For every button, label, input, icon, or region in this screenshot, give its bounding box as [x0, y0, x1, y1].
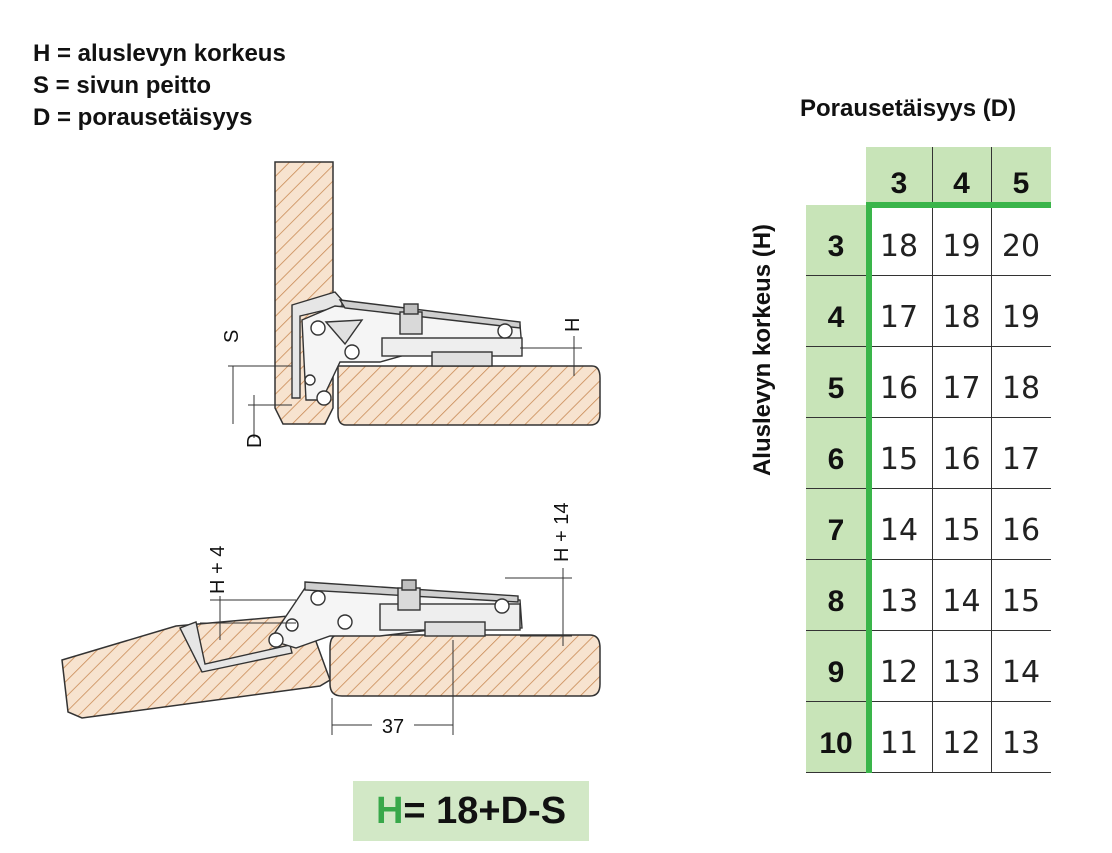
- row-divider: [806, 559, 1051, 560]
- column-divider: [991, 147, 992, 773]
- column-divider: [932, 147, 933, 773]
- label-h-plus-14: H + 14: [551, 503, 573, 562]
- table-cell: 16: [879, 371, 919, 406]
- table-cell: 14: [1001, 655, 1041, 690]
- col-header: 3: [866, 147, 932, 205]
- base-panel: [337, 365, 601, 426]
- row-header: 10: [806, 702, 866, 773]
- dimensions-bottom: [200, 568, 572, 735]
- accent-line-horizontal: [866, 202, 1051, 208]
- table-cell: 17: [1001, 442, 1041, 477]
- accent-line-vertical: [866, 202, 872, 773]
- hinge-bottom: [179, 579, 523, 673]
- table-cell: 14: [942, 584, 981, 619]
- table-cell: 11: [879, 726, 919, 761]
- table-cell: 12: [879, 655, 919, 690]
- table-cell: 15: [1001, 584, 1041, 619]
- table-cell: 17: [879, 300, 919, 335]
- row-divider: [806, 488, 1051, 489]
- table-cell: 14: [879, 513, 919, 548]
- formula-h: H: [375, 790, 404, 832]
- row-divider: [806, 772, 1051, 773]
- table-title: Porausetäisyys (D): [800, 95, 1017, 122]
- table-cell: 16: [942, 442, 981, 477]
- label-d: D: [244, 434, 266, 448]
- table-cell: 13: [1001, 726, 1041, 761]
- row-divider: [806, 701, 1051, 702]
- row-header: 3: [806, 205, 866, 276]
- table-cell: 18: [1001, 371, 1041, 406]
- row-divider: [806, 417, 1051, 418]
- legend-s: S = sivun peitto: [33, 72, 212, 99]
- table-cell: 18: [879, 229, 919, 264]
- table-cell: 18: [942, 300, 981, 335]
- row-header: 9: [806, 631, 866, 702]
- row-header: 5: [806, 347, 866, 418]
- row-divider: [806, 630, 1051, 631]
- row-header: 7: [806, 489, 866, 560]
- label-s: S: [221, 330, 243, 343]
- col-header: 4: [932, 147, 991, 205]
- col-header: 5: [991, 147, 1051, 205]
- legend-h: H = aluslevyn korkeus: [33, 40, 286, 67]
- base-panel-bottom: [329, 634, 601, 697]
- row-divider: [806, 346, 1051, 347]
- table-cell: 15: [942, 513, 981, 548]
- table-cell: 17: [942, 371, 981, 406]
- formula-rest: = 18+D-S: [403, 790, 567, 832]
- dimensions-top: [228, 336, 582, 438]
- formula-box: H= 18+D-S: [353, 781, 589, 841]
- table-cell: 20: [1001, 229, 1041, 264]
- row-axis-title: Aluslevyn korkeus (H): [749, 223, 776, 477]
- table-cell: 19: [1001, 300, 1041, 335]
- table-cell: 15: [879, 442, 919, 477]
- label-37: 37: [382, 716, 404, 738]
- row-header: 8: [806, 560, 866, 631]
- table-cell: 13: [879, 584, 919, 619]
- label-h-plus-4: H + 4: [207, 546, 229, 594]
- table-cell: 12: [942, 726, 981, 761]
- hinge-top: [291, 291, 523, 406]
- table-cell: 13: [942, 655, 981, 690]
- hinge-diagram: S D H H + 4 H + 14 37: [61, 161, 601, 738]
- label-h: H: [562, 318, 584, 332]
- row-divider: [806, 275, 1051, 276]
- row-header: 6: [806, 418, 866, 489]
- legend-d: D = porausetäisyys: [33, 104, 253, 131]
- legend: H = aluslevyn korkeus S = sivun peitto D…: [33, 38, 286, 134]
- table-cell: 16: [1001, 513, 1041, 548]
- table-cell: 19: [942, 229, 981, 264]
- row-header: 4: [806, 276, 866, 347]
